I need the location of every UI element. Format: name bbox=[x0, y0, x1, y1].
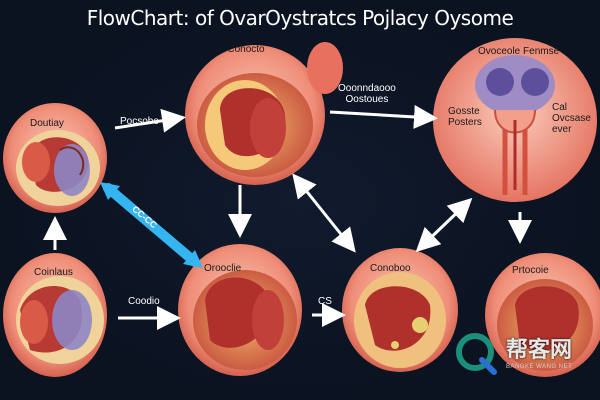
node-left-bottom bbox=[3, 253, 107, 377]
node-label-top-center: Conocto bbox=[227, 44, 265, 55]
watermark: 帮客网 BANGKE WANG NET bbox=[456, 330, 596, 390]
node-label-center-bottom: Conoboo bbox=[370, 263, 411, 274]
watermark-subtext: BANGKE WANG NET bbox=[506, 364, 573, 370]
node-label-middle-bottom: Orooclie bbox=[204, 263, 242, 274]
node-left-top bbox=[3, 103, 107, 213]
edge-label-center-to-right: Ooonndaooo Oostoues bbox=[338, 83, 396, 105]
watermark-text: 帮客网 bbox=[506, 338, 573, 363]
node-middle-bottom bbox=[178, 244, 302, 376]
diagram-title: FlowChart: of OvarOystratcs Pojlacy Oyso… bbox=[86, 6, 514, 30]
node-label-left-top: Doutiay bbox=[30, 118, 64, 129]
edge-label-pocsobe: Pocsobe bbox=[120, 116, 159, 127]
node-right-bottom bbox=[485, 253, 600, 377]
flow-arrows bbox=[43, 104, 532, 330]
node-label-top-right-right: Cal Ovcsase ever bbox=[552, 102, 591, 135]
edge-label-cs: CS bbox=[318, 296, 332, 307]
blue-connector-arrow bbox=[100, 182, 203, 268]
node-label-top-right-left: Gosste Posters bbox=[448, 106, 482, 128]
node-top-center bbox=[185, 42, 343, 185]
watermark-logo bbox=[456, 333, 497, 375]
edge-label-coodio: Coodio bbox=[128, 296, 160, 307]
node-label-left-bottom: Coinlaus bbox=[34, 267, 73, 278]
node-label-top-right-title: Ovoceole Fenmse bbox=[478, 46, 560, 57]
node-top-right bbox=[433, 38, 597, 202]
node-center-bottom bbox=[342, 248, 458, 372]
node-label-right-bottom: Prtocoie bbox=[512, 265, 549, 276]
